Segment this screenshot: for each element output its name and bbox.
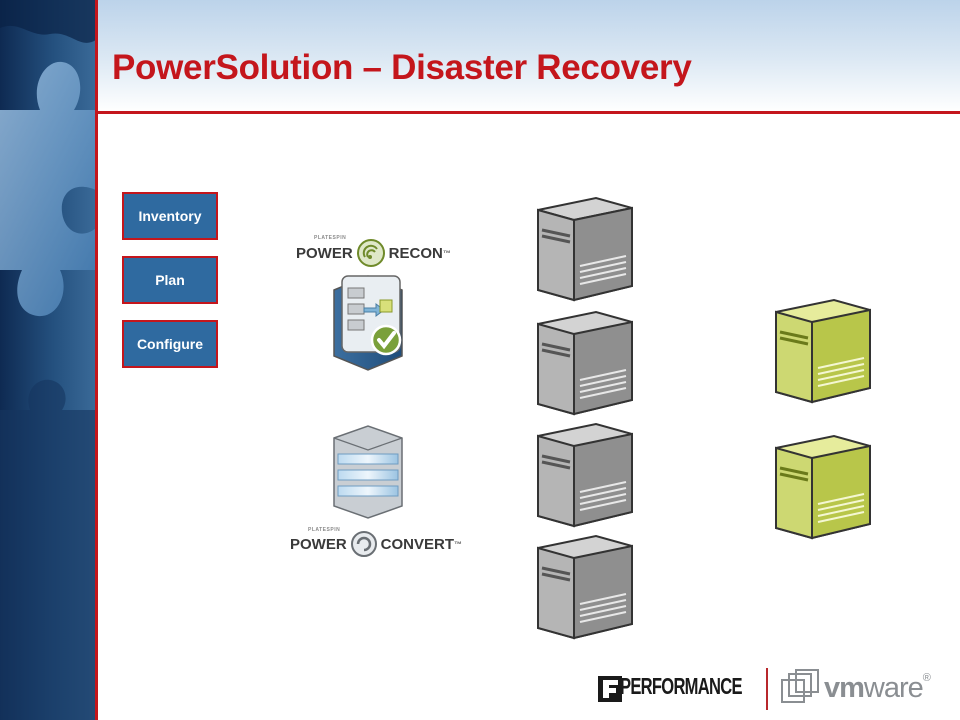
powerrecon-logo: PLATESPIN POWER RECON ™ [296,235,451,268]
convert-tm: ™ [454,539,463,549]
server-icon [537,196,633,302]
recon-word-recon: RECON [388,244,443,262]
header-rule [96,111,960,114]
decorative-puzzle-panel [0,0,96,720]
configure-button[interactable]: Configure [122,320,218,368]
header-band [98,0,960,112]
powerconvert-logo: PLATESPIN POWER CONVERT ™ [290,527,463,558]
vmware-ware: ware [863,672,924,704]
server-icon [537,534,633,640]
recon-tm: ™ [442,248,451,258]
performance-logo-mark [598,676,622,702]
convert-word-power: POWER [290,535,347,553]
convert-brand-small: PLATESPIN [308,527,341,533]
recon-word-power: POWER [296,244,353,262]
virtual-server-icon [775,298,871,404]
logo-divider [766,668,768,710]
vmware-logo-text: vmware® [824,672,931,705]
vmware-reg: ® [922,672,931,684]
plan-button[interactable]: Plan [122,256,218,304]
vmware-squares-icon [781,669,819,703]
convert-swirl-icon [350,531,377,557]
puzzle-pieces-image [0,0,96,720]
page-title: PowerSolution – Disaster Recovery [112,48,692,87]
powerrecon-product-icon [333,275,403,371]
virtual-server-icon [775,434,871,540]
side-accent-line [95,0,98,720]
footer-logos: PERFORMANCE vmware® [596,664,946,714]
powerconvert-product-icon [333,425,403,519]
server-icon [537,422,633,528]
convert-word-convert: CONVERT [380,535,455,553]
recon-brand-small: PLATESPIN [314,235,347,241]
performance-logo-text: PERFORMANCE [620,673,743,699]
recon-signal-icon [356,239,385,267]
inventory-button[interactable]: Inventory [122,192,218,240]
server-icon [537,310,633,416]
vmware-vm: vm [824,672,865,704]
